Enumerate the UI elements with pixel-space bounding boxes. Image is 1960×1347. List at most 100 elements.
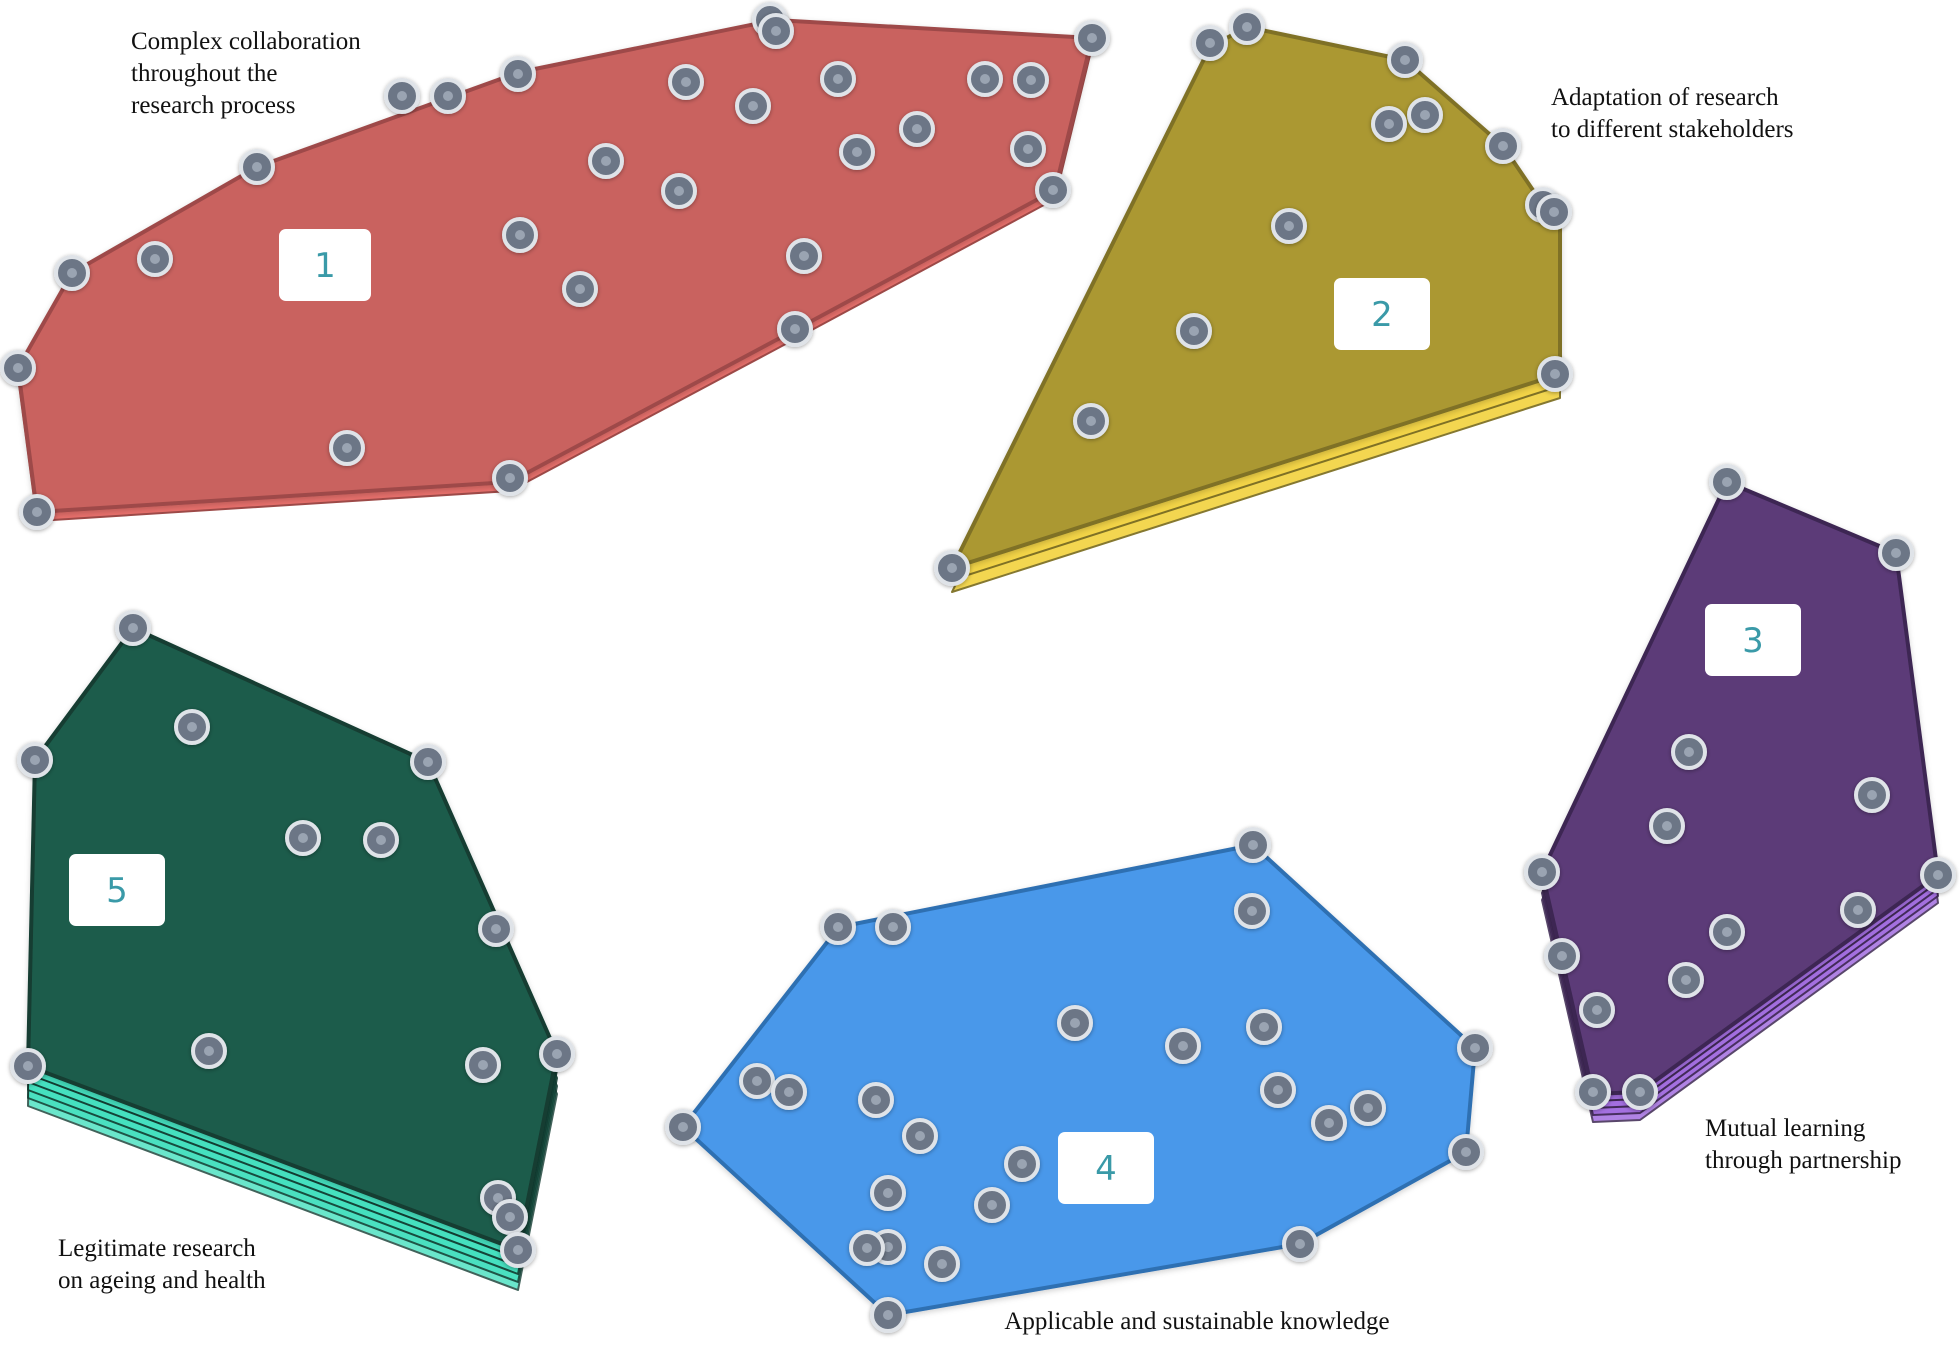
cluster-5-node[interactable] (191, 1033, 227, 1069)
cluster-1-node[interactable] (239, 149, 275, 185)
cluster-1-node[interactable] (839, 134, 875, 170)
cluster-4-node[interactable] (849, 1230, 885, 1266)
cluster-3-node[interactable] (1840, 892, 1876, 928)
cluster-4-node[interactable] (870, 1175, 906, 1211)
cluster-5-node[interactable] (478, 911, 514, 947)
cluster-3-node[interactable] (1524, 854, 1560, 890)
cluster-5-node[interactable] (465, 1047, 501, 1083)
cluster-3-node[interactable] (1854, 777, 1890, 813)
cluster-1-node[interactable] (967, 61, 1003, 97)
cluster-1-node[interactable] (19, 494, 55, 530)
cluster-1-node[interactable] (899, 111, 935, 147)
node-center (1026, 75, 1036, 85)
cluster-3-badge: 3 (1705, 604, 1801, 676)
cluster-4-node[interactable] (1311, 1105, 1347, 1141)
cluster-4-node[interactable] (1448, 1134, 1484, 1170)
cluster-5-node[interactable] (17, 742, 53, 778)
cluster-1-node[interactable] (492, 460, 528, 496)
cluster-4-node[interactable] (924, 1246, 960, 1282)
cluster-5-node[interactable] (115, 610, 151, 646)
cluster-1-node[interactable] (562, 271, 598, 307)
cluster-4-node[interactable] (771, 1074, 807, 1110)
cluster-1-node[interactable] (0, 350, 36, 386)
cluster-1-node[interactable] (430, 78, 466, 114)
cluster-4-node[interactable] (858, 1082, 894, 1118)
cluster-3-node[interactable] (1709, 914, 1745, 950)
cluster-5-node[interactable] (10, 1048, 46, 1084)
cluster-3-node[interactable] (1671, 734, 1707, 770)
cluster-1-node[interactable] (758, 13, 794, 49)
cluster-2: 2 Adaptation of research to different st… (934, 9, 1794, 593)
cluster-4-node[interactable] (870, 1297, 906, 1333)
cluster-2-node[interactable] (1229, 9, 1265, 45)
cluster-5-node[interactable] (539, 1036, 575, 1072)
cluster-4-node[interactable] (1260, 1072, 1296, 1108)
cluster-1-node[interactable] (661, 173, 697, 209)
cluster-4-label: Applicable and sustainable knowledge (1004, 1308, 1389, 1335)
cluster-4-node[interactable] (1004, 1146, 1040, 1182)
cluster-3-node[interactable] (1920, 857, 1956, 893)
cluster-3-node[interactable] (1649, 808, 1685, 844)
cluster-4-node[interactable] (1457, 1030, 1493, 1066)
cluster-3: 3 Mutual learning through partnership (1524, 464, 1956, 1174)
cluster-3-node[interactable] (1878, 535, 1914, 571)
cluster-2-node[interactable] (1537, 356, 1573, 392)
cluster-4-node[interactable] (974, 1187, 1010, 1223)
node-center (1550, 369, 1560, 379)
cluster-3-node[interactable] (1544, 938, 1580, 974)
cluster-5-node[interactable] (285, 820, 321, 856)
cluster-1-node[interactable] (384, 78, 420, 114)
node-center (784, 1087, 794, 1097)
cluster-4-node[interactable] (875, 909, 911, 945)
cluster-1-node[interactable] (1013, 62, 1049, 98)
cluster-5-node[interactable] (363, 822, 399, 858)
node-center (493, 1193, 503, 1203)
cluster-4-node[interactable] (1282, 1226, 1318, 1262)
cluster-5-node[interactable] (174, 709, 210, 745)
cluster-1-node[interactable] (820, 61, 856, 97)
cluster-1-node[interactable] (1035, 172, 1071, 208)
cluster-1-node[interactable] (502, 217, 538, 253)
cluster-4-node[interactable] (1246, 1009, 1282, 1045)
cluster-5-polygon[interactable] (26, 626, 559, 1252)
cluster-4-node[interactable] (1165, 1028, 1201, 1064)
cluster-1-node[interactable] (588, 143, 624, 179)
cluster-4-node[interactable] (1235, 827, 1271, 863)
cluster-1-node[interactable] (54, 255, 90, 291)
cluster-5-node[interactable] (492, 1199, 528, 1235)
node-center (790, 324, 800, 334)
cluster-4-node[interactable] (902, 1118, 938, 1154)
cluster-4-node[interactable] (1234, 893, 1270, 929)
cluster-4-node[interactable] (739, 1063, 775, 1099)
cluster-2-node[interactable] (1073, 403, 1109, 439)
cluster-2-node[interactable] (1536, 194, 1572, 230)
cluster-4-node[interactable] (1350, 1090, 1386, 1126)
cluster-1-node[interactable] (500, 56, 536, 92)
cluster-2-node[interactable] (1485, 128, 1521, 164)
cluster-5-node[interactable] (500, 1232, 536, 1268)
cluster-2-node[interactable] (1387, 42, 1423, 78)
cluster-4-node[interactable] (665, 1109, 701, 1145)
cluster-2-node[interactable] (1371, 106, 1407, 142)
cluster-1-node[interactable] (1010, 131, 1046, 167)
cluster-2-node[interactable] (1192, 25, 1228, 61)
cluster-5-node[interactable] (410, 744, 446, 780)
cluster-1-node[interactable] (137, 241, 173, 277)
cluster-3-node[interactable] (1622, 1074, 1658, 1110)
cluster-1-node[interactable] (1074, 20, 1110, 56)
cluster-2-node[interactable] (934, 550, 970, 586)
cluster-1-node[interactable] (329, 430, 365, 466)
cluster-4-node[interactable] (820, 909, 856, 945)
cluster-2-node[interactable] (1176, 313, 1212, 349)
cluster-3-node[interactable] (1668, 962, 1704, 998)
cluster-1-node[interactable] (668, 64, 704, 100)
cluster-4-node[interactable] (1057, 1005, 1093, 1041)
cluster-3-node[interactable] (1579, 992, 1615, 1028)
cluster-2-node[interactable] (1407, 97, 1443, 133)
cluster-1-node[interactable] (777, 311, 813, 347)
cluster-3-node[interactable] (1575, 1074, 1611, 1110)
cluster-1-node[interactable] (735, 88, 771, 124)
cluster-3-node[interactable] (1709, 464, 1745, 500)
cluster-2-node[interactable] (1271, 208, 1307, 244)
cluster-1-node[interactable] (786, 238, 822, 274)
